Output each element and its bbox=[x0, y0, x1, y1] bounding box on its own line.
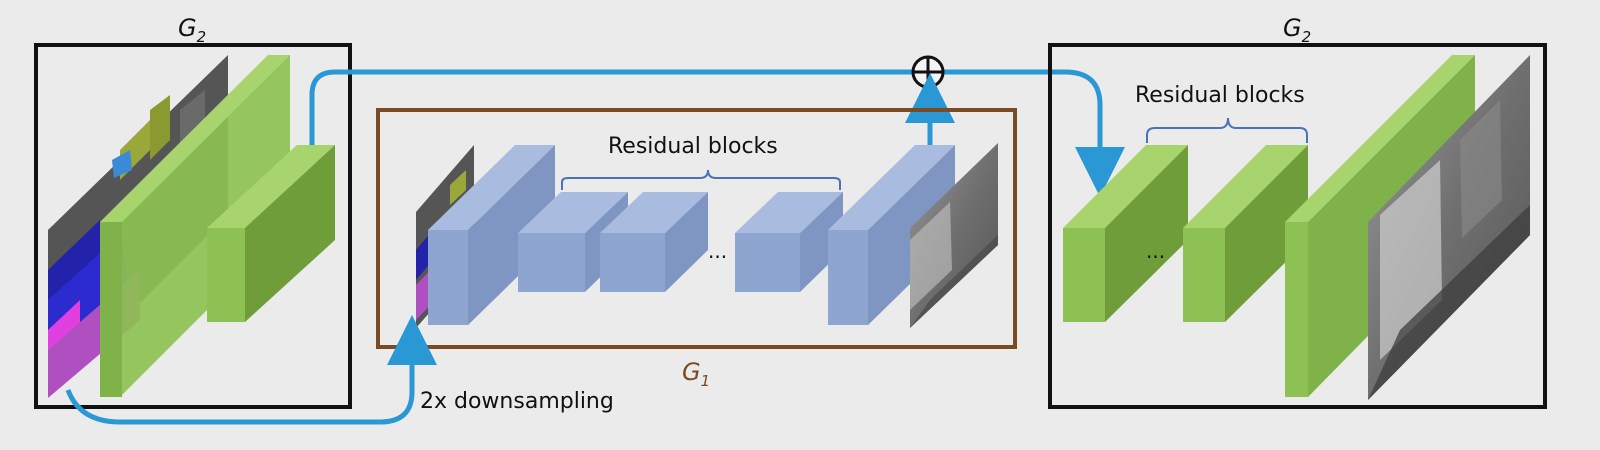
g2-residual-blocks-label: Residual blocks bbox=[1135, 83, 1305, 108]
g1-ellipsis: ... bbox=[708, 239, 727, 263]
g1-residual-block-2 bbox=[600, 192, 708, 292]
g1-blue-block-encoder bbox=[428, 145, 555, 325]
downsampling-label: 2x downsampling bbox=[420, 389, 614, 414]
g2-ellipsis: ... bbox=[1146, 239, 1165, 263]
g2-left-label: G2 bbox=[178, 14, 206, 46]
g2-right-label: G2 bbox=[1283, 14, 1311, 46]
g2-output-image bbox=[1368, 55, 1530, 400]
g2-right-frame bbox=[1048, 43, 1547, 409]
g1-residual-brace bbox=[561, 169, 841, 190]
g2-left-green-block-large bbox=[100, 55, 290, 397]
downsampling-arrow bbox=[65, 315, 437, 425]
g2-left-green-block-small bbox=[207, 145, 335, 322]
elementwise-sum-icon bbox=[911, 55, 945, 89]
g2-residual-block-2 bbox=[1183, 145, 1308, 322]
g2-residual-block-1 bbox=[1063, 145, 1188, 322]
g1-residual-block-3 bbox=[735, 192, 843, 292]
skip-connection-arrow bbox=[309, 69, 1125, 197]
g1-label: G1 bbox=[682, 358, 710, 390]
g1-frame bbox=[376, 108, 1017, 349]
g1-output-image bbox=[910, 143, 998, 328]
g2-residual-brace bbox=[1146, 117, 1308, 143]
g1-residual-blocks-label: Residual blocks bbox=[608, 134, 778, 159]
g2-left-frame bbox=[34, 43, 352, 409]
